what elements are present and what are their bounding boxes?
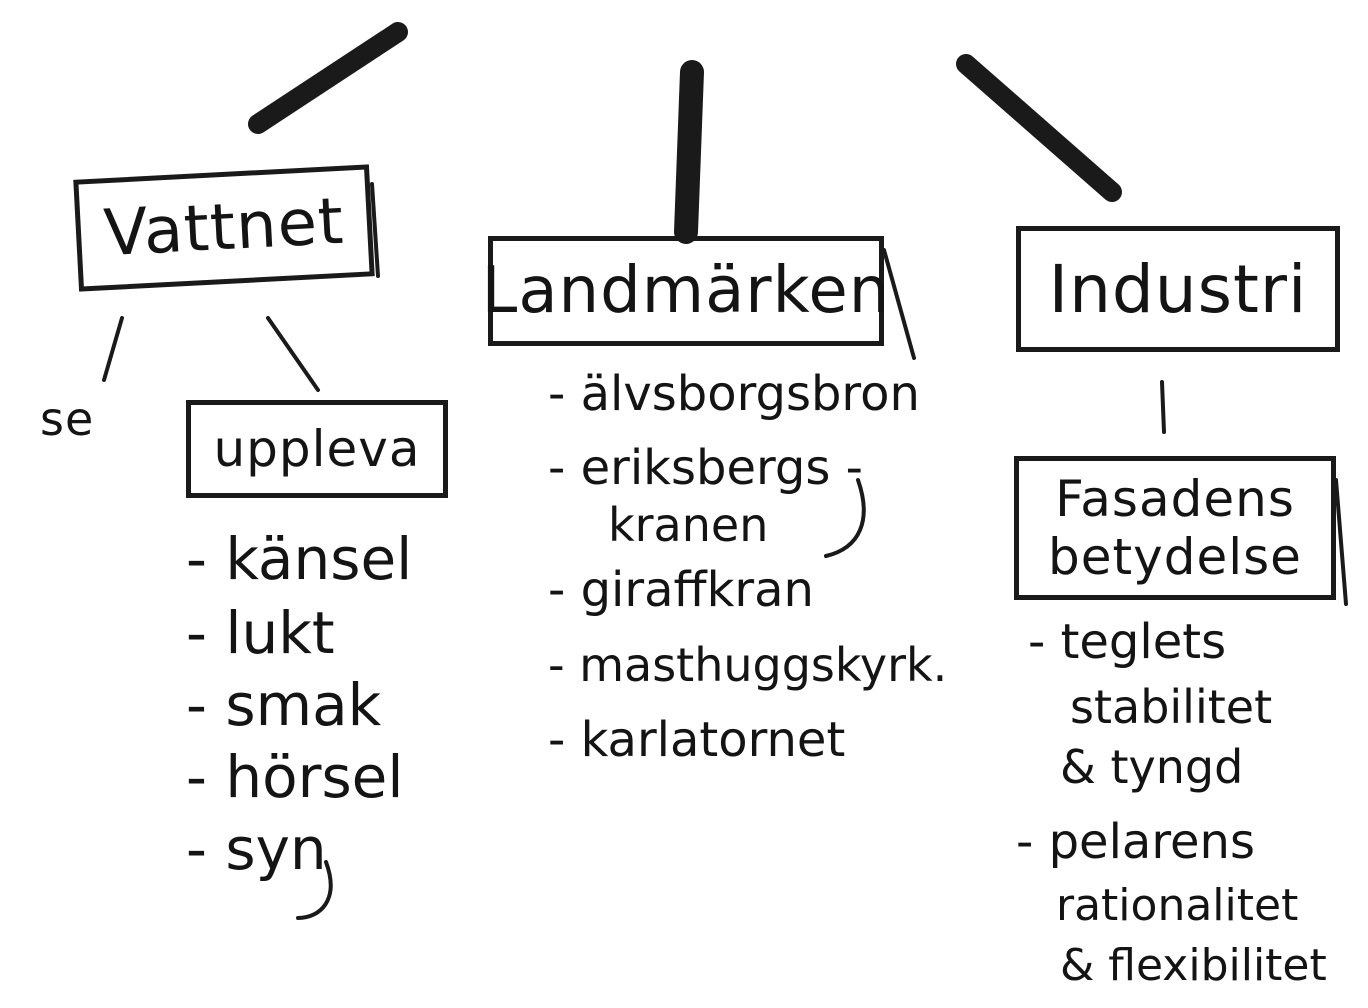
landmarken-box-tail <box>882 248 916 360</box>
list-item-continuation: & tyngd <box>1060 740 1244 794</box>
node-vattnet: Vattnet <box>73 164 375 292</box>
connector-to-industri <box>956 54 1122 202</box>
list-item: - hörsel <box>186 743 404 811</box>
node-uppleva: uppleva <box>186 400 448 498</box>
connector-to-landmarken <box>674 60 704 244</box>
connector-vattnet-uppleva <box>266 316 320 392</box>
connector-vattnet-se <box>102 316 124 382</box>
list-item: - känsel <box>186 525 413 593</box>
list-item: - smak <box>186 671 382 739</box>
list-item: - lukt <box>186 599 335 667</box>
kranen-bracket <box>824 478 866 558</box>
list-item: - älvsborgsbron <box>548 366 920 422</box>
node-fasadens: Fasadens betydelse <box>1014 456 1336 600</box>
connector-to-vattnet <box>248 22 408 134</box>
list-item: - eriksbergs - <box>548 440 863 496</box>
list-item-continuation: & flexibilitet <box>1060 940 1327 991</box>
node-landmarken-label: Landmärken <box>481 254 891 328</box>
node-fasadens-label-line1: Fasadens <box>1055 470 1295 528</box>
node-industri-label: Industri <box>1048 250 1308 328</box>
list-item-continuation: stabilitet <box>1070 680 1273 734</box>
node-industri: Industri <box>1016 226 1340 352</box>
list-item: - syn <box>186 815 327 883</box>
list-item-continuation: rationalitet <box>1056 880 1299 931</box>
list-item: - giraffkran <box>548 562 814 618</box>
vattnet-box-tail <box>370 182 380 278</box>
list-item: - karlatornet <box>548 712 846 768</box>
list-item: - teglets <box>1028 614 1227 670</box>
fasadens-box-tail <box>1334 478 1348 606</box>
list-item: - masthuggskyrk. <box>548 638 948 692</box>
node-vattnet-label: Vattnet <box>102 184 346 272</box>
list-item: - pelarens <box>1016 814 1255 870</box>
syn-tail <box>296 860 333 920</box>
node-fasadens-label-line2: betydelse <box>1048 528 1302 586</box>
node-se: se <box>40 392 95 446</box>
node-uppleva-label: uppleva <box>213 420 421 478</box>
list-item-continuation: kranen <box>608 498 769 552</box>
node-landmarken: Landmärken <box>482 236 889 346</box>
connector-industri-fasadens <box>1160 380 1166 434</box>
